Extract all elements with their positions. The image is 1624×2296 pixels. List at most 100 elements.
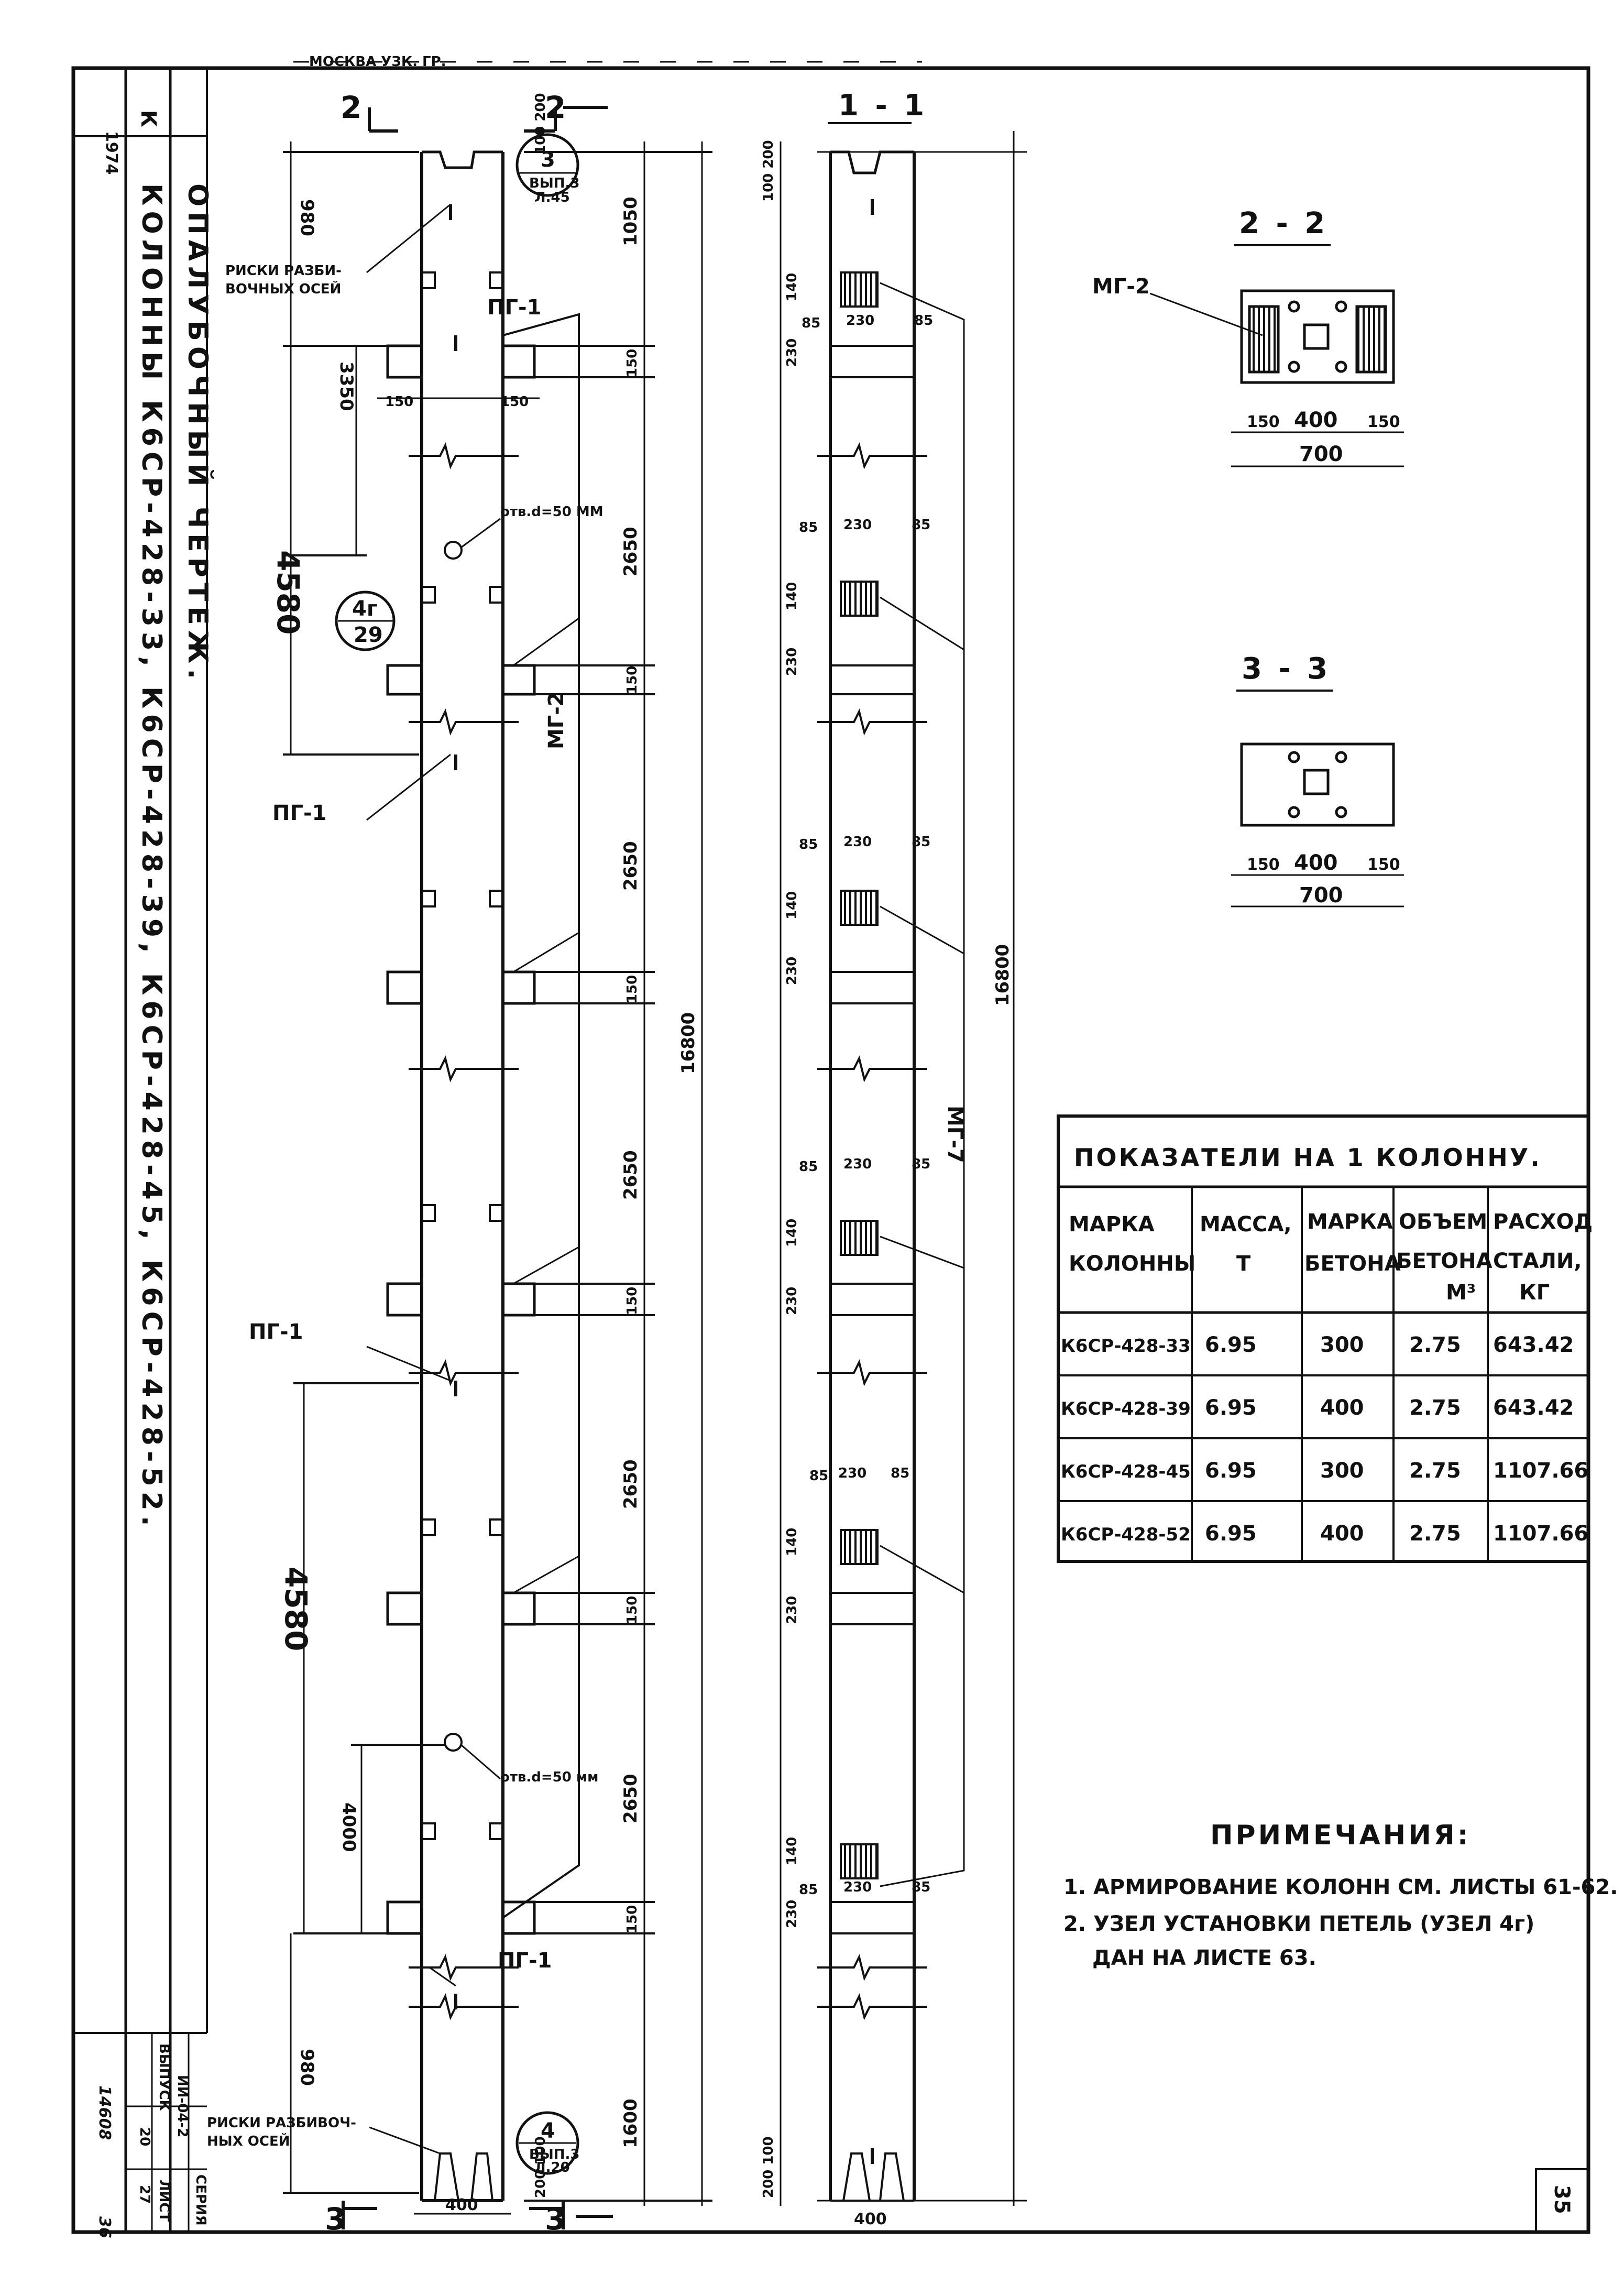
dim-left-4580-top: 4580 <box>270 550 306 635</box>
sheet-frame <box>71 66 1590 2234</box>
right-dimensions <box>524 141 712 2206</box>
note-1: 1. АРМИРОВАНИЕ КОЛОНН СМ. ЛИСТЫ 61-62. <box>1063 1875 1618 1899</box>
section-mark-3-left: 3 <box>325 2201 346 2237</box>
section-mark-3-right: 3 <box>545 2201 566 2237</box>
dim-right-150-2: 150 <box>624 666 640 694</box>
issue-label: ВЫПУСК <box>156 2043 172 2111</box>
table-row: К6СР-428-39 6.95 400 2.75 643.42 <box>1061 1396 1574 1420</box>
svg-text:МАССА,: МАССА, <box>1200 1212 1292 1237</box>
svg-text:230: 230 <box>843 1156 872 1172</box>
svg-text:230: 230 <box>784 1287 800 1315</box>
dim-right-150-1: 150 <box>624 349 640 377</box>
svg-text:1107.66: 1107.66 <box>1493 1522 1588 1546</box>
svg-text:300: 300 <box>1320 1333 1364 1357</box>
section-2-2-label: МГ-2 <box>1092 275 1150 299</box>
svg-text:2.75: 2.75 <box>1409 1333 1461 1357</box>
label-pg1-c: ПГ-1 <box>249 1320 303 1344</box>
sheet-label: ЛИСТ <box>156 2180 172 2222</box>
svg-text:МАРКА: МАРКА <box>1307 1210 1393 1234</box>
section-3-3-title: 3 - 3 <box>1242 652 1331 686</box>
svg-text:140: 140 <box>784 582 800 610</box>
section-2-2-dim-right: 150 <box>1367 413 1400 431</box>
label-hole-upper: отв.d=50 ММ <box>500 504 603 520</box>
svg-text:643.42: 643.42 <box>1493 1333 1574 1357</box>
dim-right-150-5: 150 <box>624 1596 640 1624</box>
label-pg1-a: ПГ-1 <box>487 296 541 320</box>
dim-right-2650-4: 2650 <box>620 1459 641 1509</box>
note-2: 2. УЗЕЛ УСТАНОВКИ ПЕТЕЛЬ (УЗЕЛ 4г) <box>1063 1912 1534 1936</box>
svg-text:230: 230 <box>846 313 874 329</box>
elevation-annotations <box>366 203 579 2155</box>
svg-text:КОЛОННЫ: КОЛОННЫ <box>1069 1252 1195 1276</box>
sheet-value: 27 <box>137 2185 152 2204</box>
callout-4: 4 ВЫП.3 Л.20 <box>515 2111 579 2175</box>
table-row: К6СР-428-33 6.95 300 2.75 643.42 <box>1061 1333 1574 1357</box>
break-lines <box>409 442 519 2020</box>
notes-title: ПРИМЕЧАНИЯ: <box>1210 1820 1471 1851</box>
callout-3: 3 ВЫП.3 Л.45 <box>515 133 579 205</box>
dim-right-150-6: 150 <box>624 1905 640 1933</box>
section-mark-2-left: 2 <box>341 90 361 125</box>
dim-right-2650-3: 2650 <box>620 1150 641 1200</box>
svg-text:85: 85 <box>809 1468 828 1484</box>
svg-text:1107.66: 1107.66 <box>1493 1459 1588 1483</box>
svg-text:230: 230 <box>784 957 800 985</box>
dim-right-150-4: 150 <box>624 1287 640 1315</box>
svg-text:230: 230 <box>843 517 872 533</box>
drawing-subtitle: ОПАЛУБОЧНЫЙ ЧЕРТЕЖ. <box>182 183 214 684</box>
label-pg1-b: ПГ-1 <box>272 801 326 825</box>
corner-number: 36 <box>95 2216 114 2238</box>
svg-text:ВЫП.3: ВЫП.3 <box>529 2147 579 2162</box>
title-strip: 1974 К КОЛОННЫ К6СР-428-33, К6СР-428-39,… <box>102 110 214 1532</box>
svg-text:85: 85 <box>891 1466 909 1481</box>
svg-text:230: 230 <box>784 338 800 367</box>
section-mark-2-right: 2 <box>545 90 566 125</box>
section-2-2-dim-left: 150 <box>1247 413 1280 431</box>
svg-text:Т: Т <box>1236 1252 1251 1276</box>
svg-text:300: 300 <box>1320 1459 1364 1483</box>
svg-text:140: 140 <box>784 1219 800 1247</box>
section-2-2-shape <box>1240 289 1395 384</box>
series-label: СЕРИЯ <box>193 2174 209 2226</box>
dim-overall-elevation: 16800 <box>678 1012 699 1074</box>
svg-text:Л.45: Л.45 <box>534 190 570 205</box>
title-block-stamp: 14608 36 СЕРИЯ ИИ-04-2 ВЫПУСК 20 ЛИСТ 27 <box>95 2043 209 2238</box>
embedded-plates <box>840 271 879 1879</box>
section-3-3-dim-right: 150 <box>1367 856 1400 874</box>
svg-text:230: 230 <box>784 1900 800 1928</box>
lifting-loops <box>449 204 457 2009</box>
svg-text:2.75: 2.75 <box>1409 1396 1461 1420</box>
svg-text:85: 85 <box>799 1882 818 1898</box>
properties-table <box>1057 1114 1590 1563</box>
svg-text:85: 85 <box>799 520 818 535</box>
label-riski-bottom-1: РИСКИ РАЗБИВОЧ- <box>207 2115 356 2131</box>
svg-text:СТАЛИ,: СТАЛИ, <box>1493 1249 1582 1273</box>
page-number: 35 <box>1550 2185 1574 2214</box>
side-view-column <box>817 150 927 2202</box>
dim-left-980-bottom: 980 <box>297 2049 317 2086</box>
sheet-code: 1974 <box>102 131 120 175</box>
section-2-2-dim-mid: 400 <box>1294 408 1338 432</box>
svg-text:КГ: КГ <box>1519 1281 1550 1305</box>
svg-text:400: 400 <box>1320 1396 1364 1420</box>
label-pg1-d: ПГ-1 <box>498 1949 552 1973</box>
svg-text:К6СР-428-39: К6СР-428-39 <box>1061 1398 1191 1419</box>
svg-text:85: 85 <box>912 1156 930 1172</box>
svg-text:230: 230 <box>838 1466 866 1481</box>
side-dim-bottom: 200 100 <box>761 2136 776 2198</box>
side-view-title: 1 - 1 <box>838 89 927 123</box>
table-title: ПОКАЗАТЕЛИ НА 1 КОЛОННУ. <box>1074 1143 1542 1172</box>
svg-text:140: 140 <box>784 1837 800 1865</box>
svg-text:140: 140 <box>784 1528 800 1556</box>
svg-text:85: 85 <box>912 1879 930 1895</box>
svg-text:85: 85 <box>799 1159 818 1175</box>
svg-text:85: 85 <box>912 834 930 850</box>
dim-left-4000: 4000 <box>338 1802 359 1852</box>
svg-text:29: 29 <box>354 623 383 647</box>
dim-width-400-elev: 400 <box>445 2196 478 2214</box>
sheet-letter: К <box>136 110 160 127</box>
section-3-3-dim-mid: 400 <box>1294 851 1338 875</box>
drawing-title: КОЛОННЫ К6СР-428-33, К6СР-428-39, К6СР-4… <box>136 183 167 1532</box>
dim-left-980-top: 980 <box>297 199 317 236</box>
